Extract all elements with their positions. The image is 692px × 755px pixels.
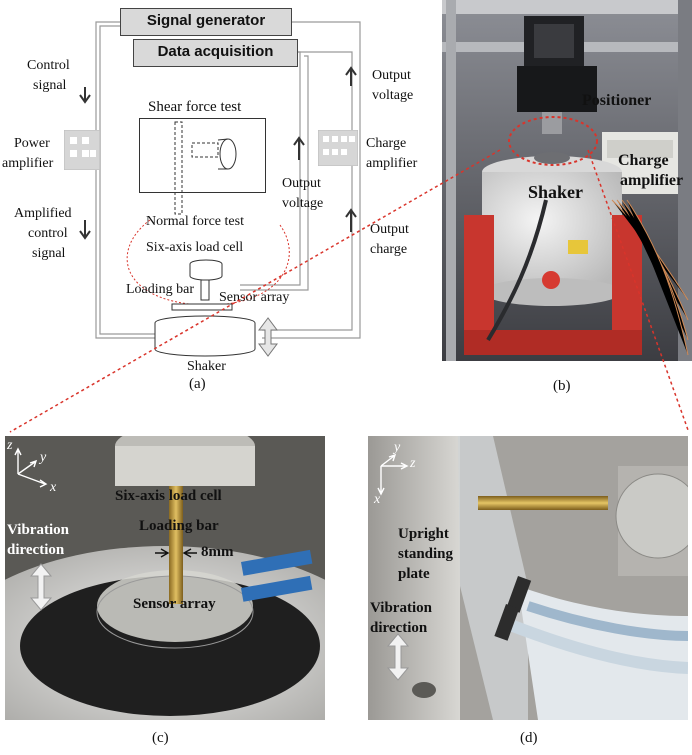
- vibration-direction-label-d-2: direction: [370, 620, 428, 636]
- output-voltage-top-2: voltage: [372, 88, 414, 103]
- charge-amplifier-label-2: amplifier: [366, 156, 418, 171]
- caption-d: (d): [520, 730, 538, 746]
- upright-plate-label-1: Upright: [398, 526, 449, 542]
- axis-y-label-c: y: [40, 450, 47, 465]
- shear-force-test-box: [139, 118, 266, 193]
- charge-amplifier-icon: [318, 130, 358, 166]
- output-charge-label-1: Output: [370, 222, 409, 237]
- axis-x-label-d: x: [374, 492, 381, 507]
- amplified-control-label-2: control: [28, 226, 68, 241]
- upright-plate-label-3: plate: [398, 566, 430, 582]
- amplified-control-label-1: Amplified: [14, 206, 72, 221]
- vibration-direction-label-d-1: Vibration: [370, 600, 432, 616]
- panel-b-photo: Positioner Charge amplifier Shaker: [442, 0, 692, 361]
- axis-z-label-c: z: [7, 438, 13, 453]
- charge-amplifier-photo-label-1: Charge: [618, 152, 669, 169]
- axis-z-label-d: z: [410, 456, 416, 471]
- shear-force-test-label: Shear force test: [148, 99, 242, 115]
- output-voltage-mid-2: voltage: [282, 196, 324, 211]
- upright-plate-label-2: standing: [398, 546, 454, 562]
- output-voltage-top-1: Output: [372, 68, 411, 83]
- six-axis-load-cell-label: Six-axis load cell: [146, 240, 244, 255]
- setup-photo-drawing: [442, 0, 692, 361]
- loading-bar-photo-label: Loading bar: [139, 518, 219, 534]
- data-acquisition-box: Data acquisition: [133, 39, 298, 67]
- power-amplifier-label-1: Power: [14, 136, 50, 151]
- power-amplifier-label-2: amplifier: [2, 156, 54, 171]
- panel-a-schematic: Signal generator Data acquisition Shear …: [0, 0, 440, 400]
- charge-amplifier-label-1: Charge: [366, 136, 407, 151]
- caption-a: (a): [189, 376, 206, 392]
- panel-d-photo: y z x Upright standing plate Vibration d…: [368, 436, 688, 720]
- normal-test-photo-drawing: [5, 436, 325, 720]
- sensor-array-photo-label: Sensor array: [133, 596, 216, 612]
- vibration-direction-label-c-1: Vibration: [7, 522, 69, 538]
- caption-c: (c): [152, 730, 169, 746]
- shear-test-photo-drawing: [368, 436, 688, 720]
- axis-x-label-c: x: [50, 480, 57, 495]
- output-charge-label-2: charge: [370, 242, 408, 257]
- dimension-8mm-label: 8mm: [201, 544, 234, 560]
- output-voltage-mid-1: Output: [282, 176, 321, 191]
- schematic-wiring: [79, 21, 361, 357]
- caption-b: (b): [553, 378, 571, 394]
- axis-y-label-d: y: [394, 440, 401, 455]
- vibration-direction-label-c-2: direction: [7, 542, 65, 558]
- shaker-photo-label: Shaker: [528, 182, 584, 202]
- amplified-control-label-3: signal: [32, 246, 66, 261]
- charge-amplifier-photo-label-2: amplifier: [620, 172, 684, 189]
- power-amplifier-icon: [64, 130, 100, 170]
- control-signal-label-1: Control: [27, 58, 70, 73]
- panel-c-photo: z y x Six-axis load cell Loading bar Vib…: [5, 436, 325, 720]
- positioner-label: Positioner: [582, 92, 652, 109]
- normal-force-test-label: Normal force test: [146, 214, 244, 229]
- six-axis-load-cell-photo-label: Six-axis load cell: [115, 488, 222, 504]
- loading-bar-label: Loading bar: [126, 282, 195, 297]
- shaker-label: Shaker: [187, 359, 226, 374]
- signal-generator-box: Signal generator: [120, 8, 292, 36]
- control-signal-label-2: signal: [33, 78, 67, 93]
- sensor-array-label: Sensor array: [219, 290, 290, 305]
